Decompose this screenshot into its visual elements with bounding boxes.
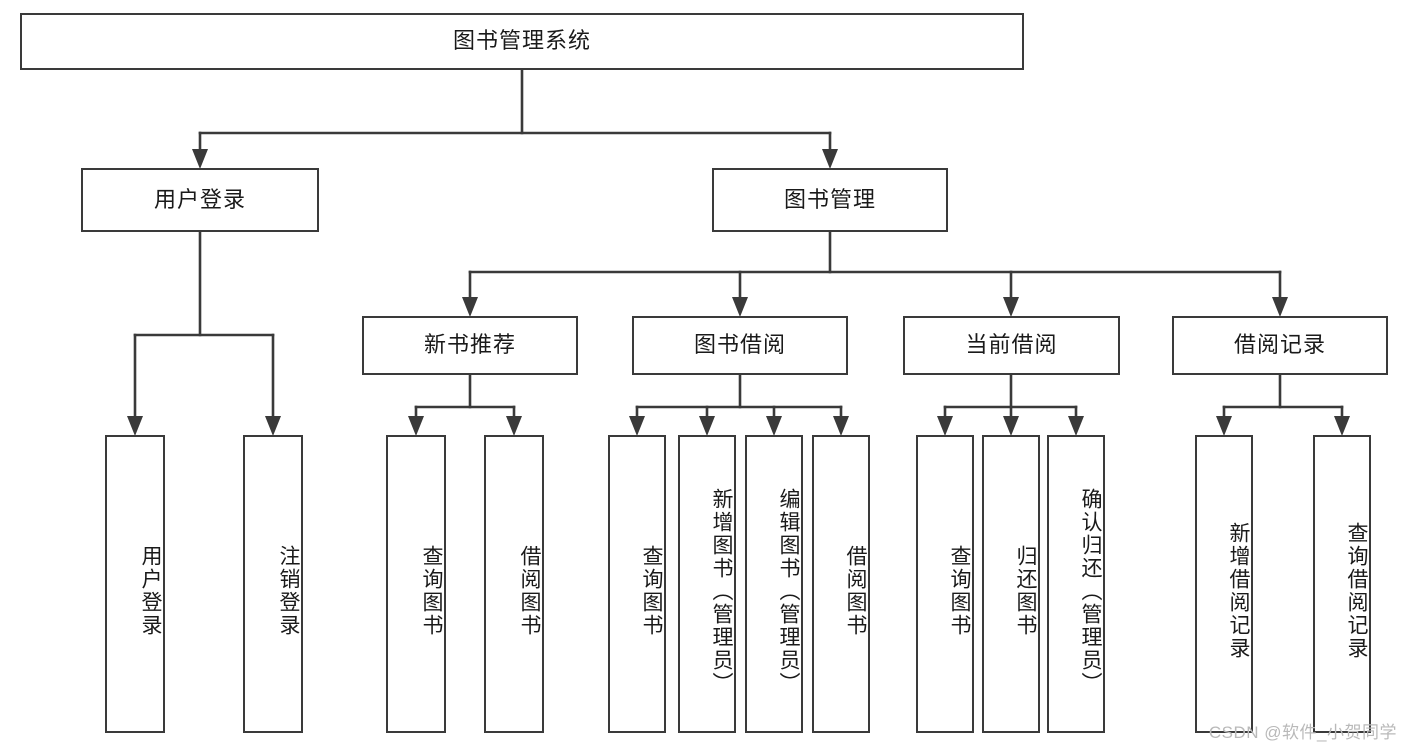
- node-leaf-user-login-label: 用户登录: [139, 545, 162, 637]
- node-leaf-user-logout[interactable]: 注销登录: [243, 435, 303, 733]
- node-leaf-confirm-return[interactable]: 确认归还（管理员）: [1047, 435, 1105, 733]
- node-root[interactable]: 图书管理系统: [20, 13, 1024, 70]
- node-leaf-borrow-book-1[interactable]: 借阅图书: [484, 435, 544, 733]
- node-leaf-query-book-3[interactable]: 查询图书: [916, 435, 974, 733]
- node-leaf-edit-book-label: 编辑图书（管理员）: [777, 487, 800, 695]
- node-leaf-add-book-label: 新增图书（管理员）: [710, 487, 733, 695]
- node-leaf-query-book-2[interactable]: 查询图书: [608, 435, 666, 733]
- node-book-manage-label: 图书管理: [783, 186, 876, 212]
- node-leaf-query-record-label: 查询借阅记录: [1345, 522, 1368, 660]
- node-new-book-recommend-label: 新书推荐: [423, 332, 516, 358]
- node-current-borrow-label: 当前借阅: [965, 332, 1058, 358]
- node-book-borrow[interactable]: 图书借阅: [632, 316, 848, 375]
- node-leaf-edit-book[interactable]: 编辑图书（管理员）: [745, 435, 803, 733]
- node-leaf-add-book[interactable]: 新增图书（管理员）: [678, 435, 736, 733]
- node-book-manage[interactable]: 图书管理: [712, 168, 948, 232]
- node-leaf-borrow-book-2[interactable]: 借阅图书: [812, 435, 870, 733]
- node-leaf-query-book-1-label: 查询图书: [420, 545, 443, 637]
- node-leaf-confirm-return-label: 确认归还（管理员）: [1079, 487, 1102, 695]
- node-current-borrow[interactable]: 当前借阅: [903, 316, 1120, 375]
- node-borrow-record[interactable]: 借阅记录: [1172, 316, 1388, 375]
- node-new-book-recommend[interactable]: 新书推荐: [362, 316, 578, 375]
- watermark: CSDN @软件_小贺同学: [1208, 723, 1397, 742]
- node-leaf-query-book-3-label: 查询图书: [948, 545, 971, 637]
- node-borrow-record-label: 借阅记录: [1233, 332, 1326, 358]
- node-leaf-user-login[interactable]: 用户登录: [105, 435, 165, 733]
- node-leaf-query-book-2-label: 查询图书: [640, 545, 663, 637]
- node-leaf-user-logout-label: 注销登录: [277, 545, 300, 637]
- node-leaf-query-record[interactable]: 查询借阅记录: [1313, 435, 1371, 733]
- node-user-login-label: 用户登录: [153, 186, 246, 212]
- node-user-login[interactable]: 用户登录: [81, 168, 319, 232]
- node-leaf-return-book[interactable]: 归还图书: [982, 435, 1040, 733]
- node-leaf-add-record-label: 新增借阅记录: [1227, 522, 1250, 660]
- node-leaf-return-book-label: 归还图书: [1014, 545, 1037, 637]
- node-leaf-query-book-1[interactable]: 查询图书: [386, 435, 446, 733]
- node-book-borrow-label: 图书借阅: [693, 332, 786, 358]
- node-leaf-borrow-book-1-label: 借阅图书: [518, 545, 541, 637]
- node-leaf-borrow-book-2-label: 借阅图书: [844, 545, 867, 637]
- node-root-label: 图书管理系统: [452, 28, 591, 54]
- node-leaf-add-record[interactable]: 新增借阅记录: [1195, 435, 1253, 733]
